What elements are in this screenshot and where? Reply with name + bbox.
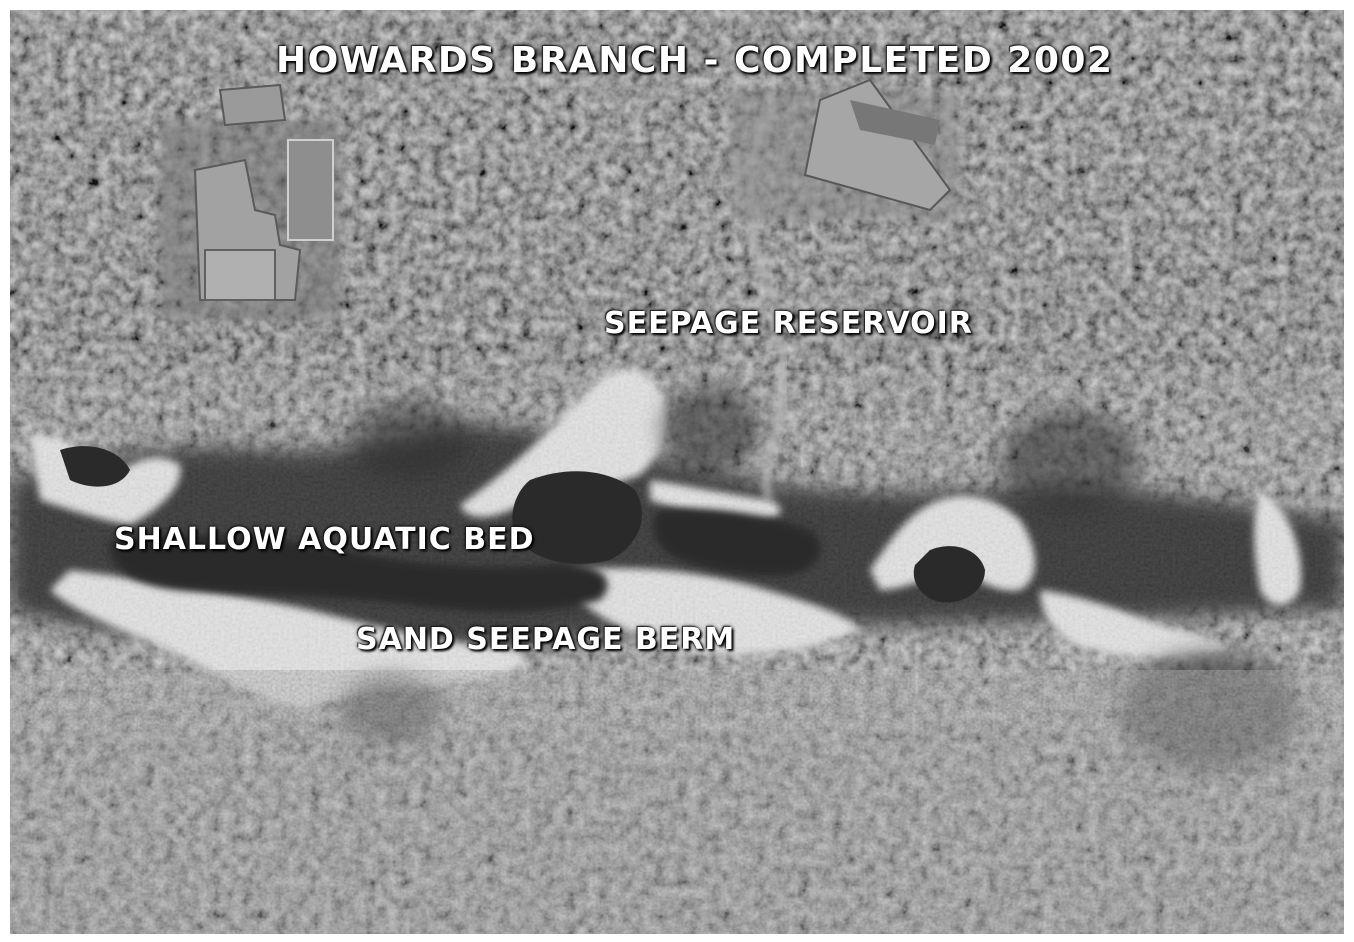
- house-left: [160, 83, 340, 320]
- label-sand-seepage-berm: SAND SEEPAGE BERM: [356, 622, 736, 657]
- label-shallow-aquatic-bed: SHALLOW AQUATIC BED: [114, 522, 535, 557]
- house-right: [730, 78, 960, 220]
- label-seepage-reservoir: SEEPAGE RESERVOIR: [604, 306, 973, 341]
- photo-title: HOWARDS BRANCH - COMPLETED 2002: [276, 40, 1114, 81]
- water-pools: [60, 446, 985, 612]
- aerial-photo: HOWARDS BRANCH - COMPLETED 2002 SEEPAGE …: [10, 10, 1344, 934]
- aerial-scene: [10, 10, 1344, 934]
